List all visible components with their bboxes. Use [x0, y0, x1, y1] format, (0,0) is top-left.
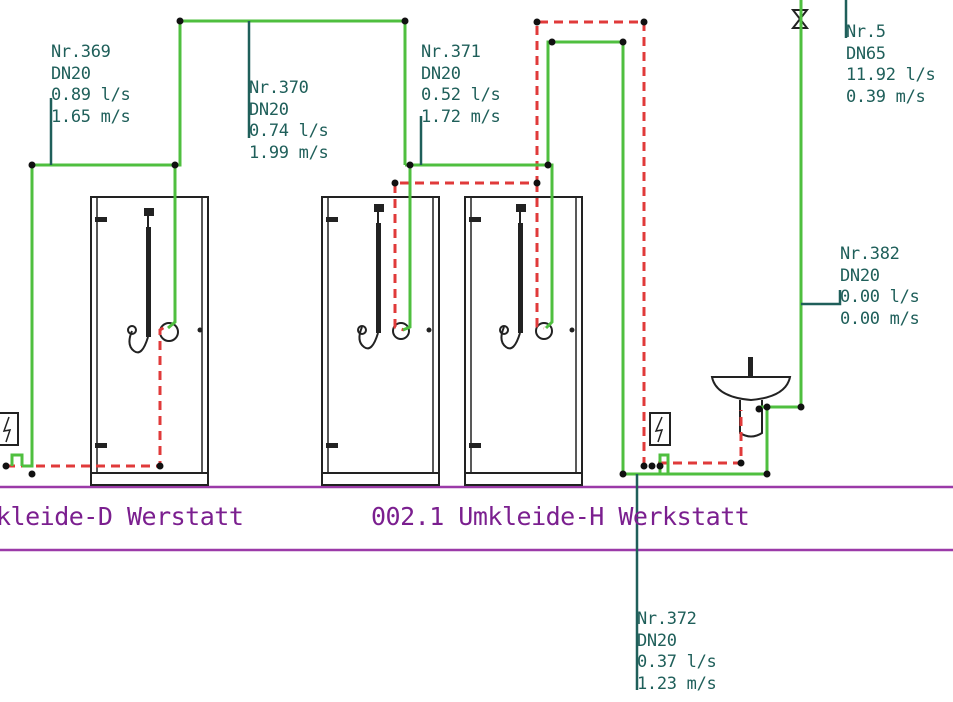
mixer-icon — [392, 322, 410, 340]
pipe-velocity: 0.00 m/s — [840, 308, 920, 329]
washbasin-bowl-icon — [710, 376, 792, 402]
hinge-top — [95, 217, 107, 222]
water-heater-right — [649, 412, 671, 446]
hot-pipe-branch — [535, 183, 545, 330]
pipe-number: Nr.369 — [51, 42, 111, 62]
pipe-number: Nr.371 — [421, 42, 481, 62]
pipe-flow: 0.00 l/s — [840, 287, 920, 307]
pipe-flow: 0.74 l/s — [249, 121, 329, 141]
pipe-number: Nr.5 — [846, 22, 886, 42]
pipe-velocity: 0.39 m/s — [846, 86, 926, 107]
cold-pipe-371 — [402, 163, 412, 332]
shower-hose-icon — [500, 326, 521, 350]
pipe-flow: 0.37 l/s — [637, 652, 717, 672]
pipe-diameter: DN20 — [840, 265, 880, 286]
pipe-diameter: DN65 — [846, 43, 886, 64]
pipe-number: Nr.382 — [840, 244, 900, 264]
pipe-velocity: 1.72 m/s — [421, 106, 501, 127]
lightning-icon — [2, 416, 12, 443]
pipe-velocity: 1.23 m/s — [637, 673, 717, 694]
pipe-diameter: DN20 — [51, 63, 91, 84]
room-name-left: kleide-D Werstatt — [0, 502, 244, 531]
shower-1 — [90, 196, 209, 486]
shower-2 — [321, 196, 440, 486]
cold-pipe-5 — [767, 0, 803, 409]
hinge-bottom — [95, 443, 107, 448]
pipe-flow: 0.52 l/s — [421, 85, 501, 105]
siphon-icon — [739, 400, 763, 438]
lightning-icon — [654, 416, 664, 443]
room-boundaries — [0, 485, 953, 552]
faucet-icon — [748, 357, 753, 377]
washbasin — [710, 357, 792, 438]
water-heater-left — [0, 412, 19, 446]
shower-3 — [464, 196, 583, 486]
hot-pipe-left — [6, 323, 169, 468]
pipe-diameter: DN20 — [249, 99, 289, 120]
room-name-center: 002.1 Umkleide-H Werkstatt — [371, 502, 750, 531]
pipe-velocity: 1.99 m/s — [249, 142, 329, 163]
pipe-velocity: 1.65 m/s — [51, 106, 131, 127]
pipe-flow: 11.92 l/s — [846, 65, 936, 85]
pipe-nodes — [2, 17, 805, 478]
pipe-number: Nr.370 — [249, 78, 309, 98]
leader-382 — [801, 290, 842, 306]
pipe-number: Nr.372 — [637, 609, 697, 629]
mixer-icon — [535, 322, 553, 340]
leader-lines — [49, 0, 848, 690]
shower-hose-icon — [128, 330, 149, 354]
shower-tray — [90, 472, 209, 486]
pipe-diameter: DN20 — [637, 630, 677, 651]
shower-hose-icon — [358, 326, 379, 350]
cold-pipe-369 — [22, 163, 177, 468]
pipe-flow: 0.89 l/s — [51, 85, 131, 105]
pipe-diameter: DN20 — [421, 63, 461, 84]
cold-pipe-372 — [623, 405, 769, 476]
